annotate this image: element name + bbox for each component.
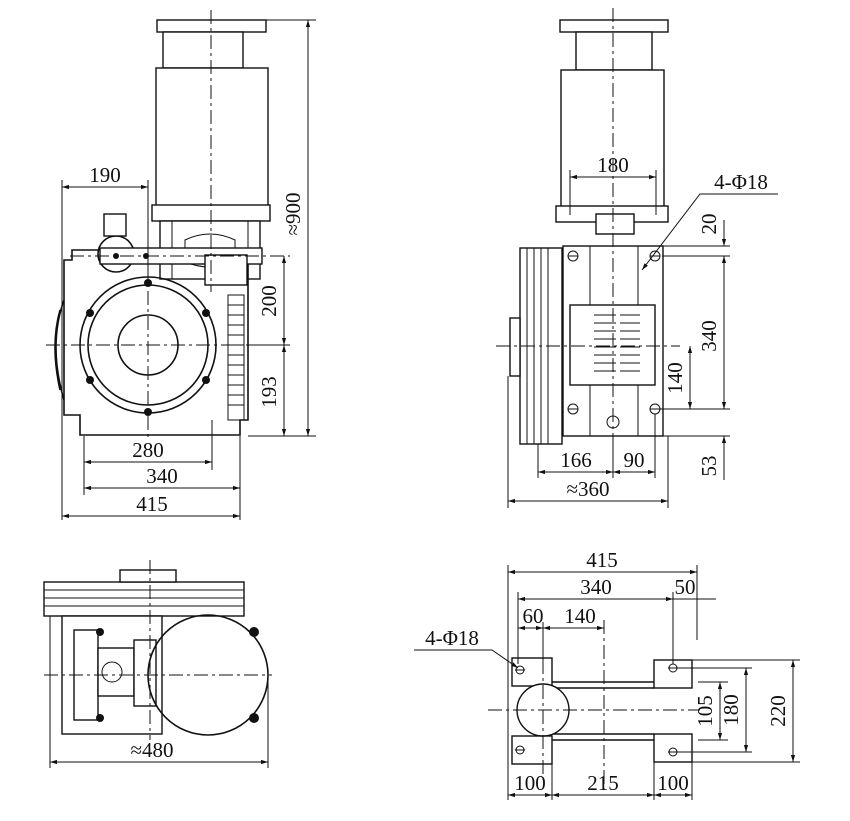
side-hole-label: 4-Φ18 [714, 170, 768, 194]
base-dim-100-left-label: 100 [514, 771, 546, 795]
side-dim-53-label: 53 [697, 456, 721, 477]
dim-415-label: 415 [136, 492, 168, 516]
base-view: 415 340 50 60 140 4-Φ18 105 180 220 100 [414, 548, 800, 800]
side-dim-90-label: 90 [624, 448, 645, 472]
side-view: 180 4-Φ18 20 340 140 53 166 90 ≈360 [496, 8, 778, 508]
base-dim-100-right-label: 100 [657, 771, 689, 795]
side-dim-180-label: 180 [597, 153, 629, 177]
top-dim-480-label: ≈480 [130, 738, 173, 762]
top-view: ≈480 [43, 560, 272, 768]
base-dim-140-label: 140 [564, 604, 596, 628]
top-sheave [43, 581, 245, 617]
side-fin-slots [594, 314, 640, 372]
front-motor-body [155, 67, 269, 209]
base-dim-105-label: 105 [693, 695, 717, 727]
side-top-plate [559, 19, 669, 33]
dim-280-label: 280 [132, 438, 164, 462]
dim-200-label: 200 [257, 285, 281, 317]
dim-190-label: 190 [89, 163, 121, 187]
base-hole-label: 4-Φ18 [425, 626, 479, 650]
side-dim-20-label: 20 [697, 214, 721, 235]
dim-340-label: 340 [146, 464, 178, 488]
dim-193-label: 193 [257, 376, 281, 408]
base-dim-415-label: 415 [586, 548, 618, 572]
dim-900-label: ≈900 [281, 192, 305, 235]
base-dim-215-label: 215 [587, 771, 619, 795]
base-dim-50-label: 50 [675, 575, 696, 599]
base-dim-60-label: 60 [523, 604, 544, 628]
front-brake-head [162, 31, 244, 69]
front-view: 190 ≈900 200 193 280 340 415 [46, 10, 316, 520]
base-dim-180-label: 180 [719, 694, 743, 726]
front-gearbox-housing [63, 249, 249, 436]
side-dim-340-label: 340 [697, 320, 721, 352]
base-dim-220-label: 220 [766, 695, 790, 727]
side-dim-360-label: ≈360 [566, 477, 609, 501]
side-dim-166-label: 166 [560, 448, 592, 472]
front-cooling-fins [227, 294, 245, 421]
side-dim-140-label: 140 [663, 362, 687, 394]
base-dim-340-label: 340 [580, 575, 612, 599]
